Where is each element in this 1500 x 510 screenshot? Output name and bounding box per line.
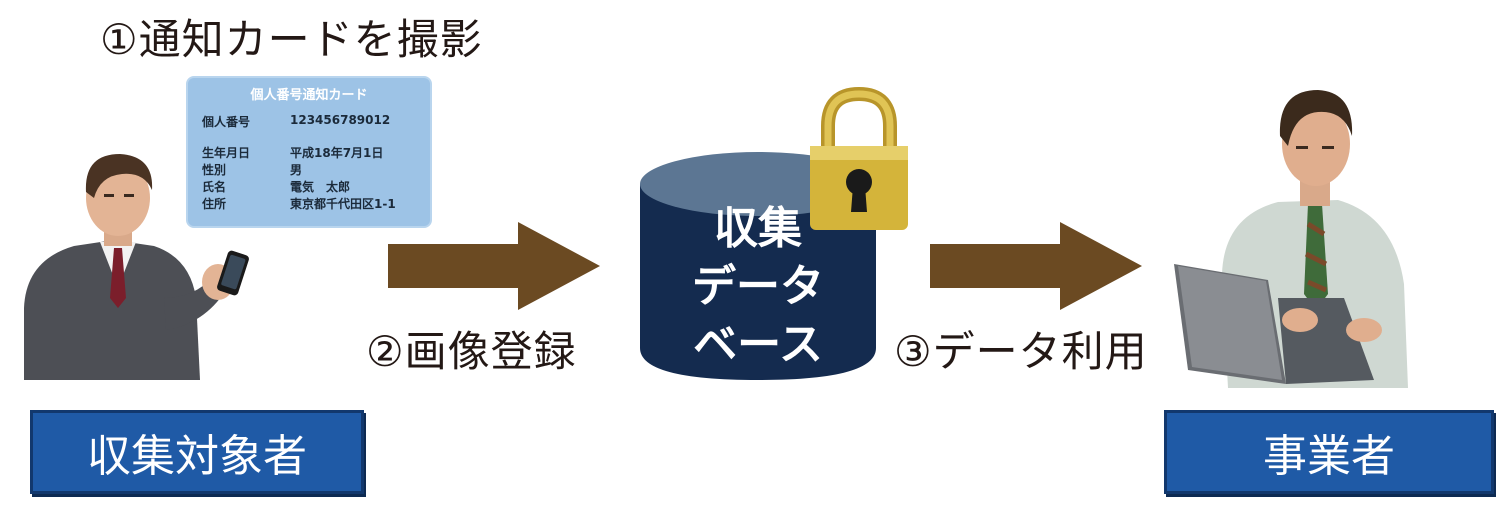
notification-card: 個人番号通知カード 個人番号 123456789012 生年月日 平成18年7月… <box>186 76 432 228</box>
padlock-icon <box>810 86 908 230</box>
arrow-right-icon <box>930 222 1142 310</box>
card-row-name: 氏名 電気 太郎 <box>202 178 430 195</box>
businessman-laptop-icon <box>1174 90 1408 388</box>
card-key: 氏名 <box>202 180 227 194</box>
card-value: 電気 太郎 <box>290 180 351 194</box>
database-line2: データ <box>692 261 824 312</box>
card-value: 東京都千代田区1-1 <box>290 197 396 211</box>
card-key: 個人番号 <box>202 115 251 129</box>
role-box-collection-target: 収集対象者 <box>30 410 364 494</box>
card-key: 性別 <box>202 163 227 177</box>
businessman-smartphone-icon <box>24 154 249 380</box>
database-line1: 収集 <box>714 203 802 254</box>
card-value: 平成18年7月1日 <box>290 146 384 160</box>
card-title: 個人番号通知カード <box>250 88 368 103</box>
step3-label: ③データ利用 <box>894 327 1148 376</box>
card-value: 123456789012 <box>290 113 391 127</box>
card-row-number: 個人番号 123456789012 <box>202 113 430 130</box>
card-key: 住所 <box>202 197 227 211</box>
database-label: 収集 データ ベース <box>640 200 876 374</box>
card-row-address: 住所 東京都千代田区1-1 <box>202 195 430 212</box>
card-row-birthdate: 生年月日 平成18年7月1日 <box>202 144 430 161</box>
step1-label: ①通知カードを撮影 <box>100 15 483 64</box>
database-line3: ベース <box>693 319 823 370</box>
card-value: 男 <box>290 163 303 177</box>
card-row-gender: 性別 男 <box>202 161 430 178</box>
card-key: 生年月日 <box>202 146 251 160</box>
arrow-right-icon <box>388 222 600 310</box>
step2-label: ②画像登録 <box>366 327 577 376</box>
role-box-business-operator: 事業者 <box>1164 410 1494 494</box>
